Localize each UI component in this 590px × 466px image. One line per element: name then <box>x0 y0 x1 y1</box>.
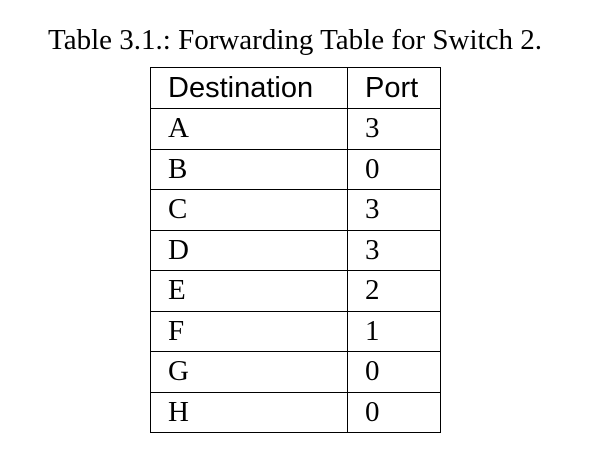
port-cell: 2 <box>347 270 441 312</box>
destination-cell: A <box>150 108 348 150</box>
table-row: D 3 <box>150 229 441 271</box>
table-header-row: Destination Port <box>150 67 441 109</box>
forwarding-table: Destination Port A 3 B 0 C 3 D 3 E 2 F 1 <box>150 67 441 433</box>
destination-cell: B <box>150 148 348 190</box>
destination-cell: D <box>150 229 348 271</box>
column-header-port: Port <box>347 67 441 109</box>
port-cell: 0 <box>347 148 441 190</box>
port-cell: 3 <box>347 108 441 150</box>
port-cell: 0 <box>347 351 441 393</box>
destination-cell: C <box>150 189 348 231</box>
port-cell: 1 <box>347 310 441 352</box>
table-row: G 0 <box>150 351 441 393</box>
port-cell: 3 <box>347 189 441 231</box>
destination-cell: H <box>150 391 348 433</box>
table-caption: Table 3.1.: Forwarding Table for Switch … <box>48 24 542 56</box>
column-header-destination: Destination <box>150 67 348 109</box>
table-row: C 3 <box>150 189 441 231</box>
table-row: A 3 <box>150 108 441 150</box>
table-row: B 0 <box>150 148 441 190</box>
table-row: F 1 <box>150 310 441 352</box>
port-cell: 0 <box>347 391 441 433</box>
table-row: H 0 <box>150 391 441 433</box>
table-row: E 2 <box>150 270 441 312</box>
destination-cell: E <box>150 270 348 312</box>
port-cell: 3 <box>347 229 441 271</box>
destination-cell: F <box>150 310 348 352</box>
destination-cell: G <box>150 351 348 393</box>
